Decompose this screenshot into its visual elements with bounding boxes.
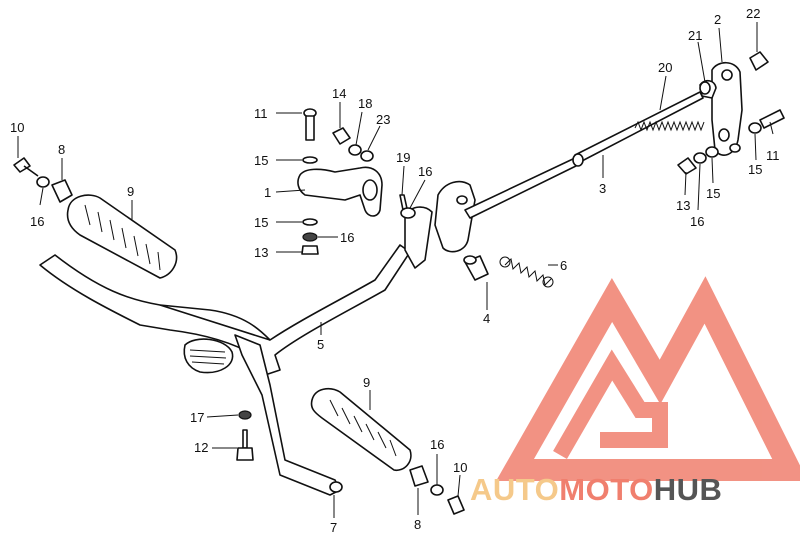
lever-part-2: [699, 61, 743, 156]
callout-6: 6: [560, 258, 567, 273]
callout-7: 7: [330, 520, 337, 535]
callout-16-c: 16: [340, 230, 354, 245]
callout-11-right: 11: [766, 148, 780, 163]
bracket-part-1: [297, 166, 383, 217]
callout-18: 18: [358, 96, 372, 111]
callout-16-left: 16: [30, 214, 44, 229]
callout-5: 5: [317, 337, 324, 352]
callout-23: 23: [376, 112, 390, 127]
callout-15-right-2: 15: [706, 186, 720, 201]
callout-16-d: 16: [430, 437, 444, 452]
callout-22: 22: [746, 6, 760, 21]
pin-4: [463, 255, 489, 281]
spring-6: [499, 256, 554, 288]
callout-10: 10: [10, 120, 24, 135]
callout-20: 20: [658, 60, 672, 75]
callout-15-b: 15: [254, 215, 268, 230]
callout-11: 11: [254, 106, 268, 121]
brake-rod: [464, 91, 704, 219]
callout-16-b: 16: [418, 164, 432, 179]
callout-2: 2: [714, 12, 721, 27]
svg-text:AUTOMOTOHUB: AUTOMOTOHUB: [470, 472, 722, 507]
callout-14: 14: [332, 86, 346, 101]
leader-lines: [17, 22, 774, 518]
brake-arm: [404, 180, 476, 269]
callout-10-b: 10: [453, 460, 467, 475]
watermark-auto: AUTO: [470, 472, 559, 507]
watermark-text: AUTOMOTOHUB: [470, 472, 722, 507]
callout-16-right: 16: [690, 214, 704, 229]
callout-21: 21: [688, 28, 702, 43]
callout-4: 4: [483, 311, 490, 326]
footrest-frame: [39, 244, 411, 496]
callout-9-lower: 9: [363, 375, 370, 390]
watermark-moto: MOTO: [559, 472, 653, 507]
callout-labels: 22 2 21 20 11 15 15 13 16 3 6 4 10 8 16 …: [10, 6, 780, 535]
watermark-logo: [496, 276, 800, 481]
callout-13-right: 13: [676, 198, 690, 213]
callout-1: 1: [264, 185, 271, 200]
callout-9-upper: 9: [127, 184, 134, 199]
callout-19: 19: [396, 150, 410, 165]
callout-13: 13: [254, 245, 268, 260]
callout-12: 12: [194, 440, 208, 455]
spring-20: [634, 120, 705, 132]
hardware: [13, 51, 785, 515]
callout-8: 8: [58, 142, 65, 157]
callout-15-a: 15: [254, 153, 268, 168]
footpeg-rubber-left: [66, 194, 178, 279]
watermark-hub: HUB: [654, 472, 723, 507]
callout-3: 3: [599, 181, 606, 196]
callout-8-b: 8: [414, 517, 421, 532]
footpeg-rubber-right: [310, 387, 412, 472]
callout-15-right: 15: [748, 162, 762, 177]
callout-17: 17: [190, 410, 204, 425]
